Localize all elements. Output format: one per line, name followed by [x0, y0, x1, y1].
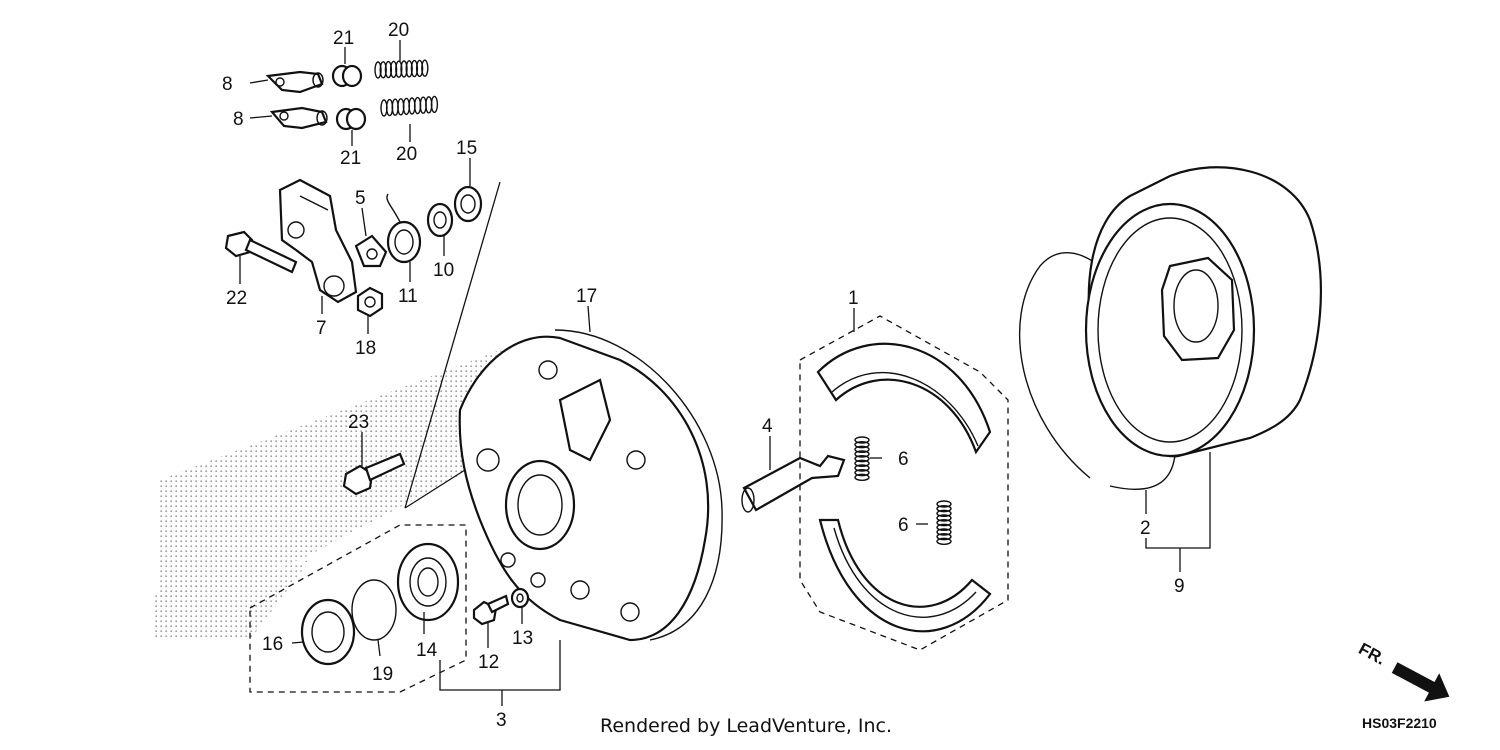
label-6-lower[interactable]: 6 — [898, 515, 909, 536]
label-19[interactable]: 19 — [372, 664, 393, 685]
brake-panel[interactable] — [458, 329, 723, 642]
diagram-code: HS03F2210 — [1362, 715, 1437, 731]
label-23[interactable]: 23 — [348, 412, 369, 433]
label-9[interactable]: 9 — [1174, 576, 1185, 597]
label-4[interactable]: 4 — [762, 416, 773, 437]
front-label: FR. — [1356, 639, 1389, 669]
flange-bolt[interactable] — [472, 594, 510, 626]
circlip[interactable] — [351, 579, 397, 641]
label-20-upper[interactable]: 20 — [388, 20, 409, 41]
adjuster-collar-lower[interactable] — [335, 107, 367, 131]
indicator-plate[interactable] — [354, 234, 388, 268]
label-2[interactable]: 2 — [1140, 518, 1151, 539]
dust-seal[interactable] — [453, 185, 483, 223]
label-14[interactable]: 14 — [416, 640, 438, 661]
flange-nut[interactable] — [356, 286, 384, 318]
shoe-spring-lower[interactable] — [936, 500, 952, 546]
label-6-upper[interactable]: 6 — [898, 449, 909, 470]
brake-drum[interactable] — [1084, 166, 1322, 458]
credit-text: Rendered by LeadVenture, Inc. — [600, 715, 892, 737]
label-20-lower[interactable]: 20 — [396, 144, 417, 165]
ball-bearing[interactable] — [396, 542, 460, 622]
label-10[interactable]: 10 — [433, 260, 454, 281]
label-8-lower[interactable]: 8 — [233, 109, 244, 130]
leader-lines — [239, 40, 1211, 706]
label-22[interactable]: 22 — [226, 288, 247, 309]
adjuster-collar-upper[interactable] — [331, 64, 363, 88]
label-8-upper[interactable]: 8 — [222, 74, 233, 95]
brake-arm[interactable] — [278, 178, 358, 304]
label-5[interactable]: 5 — [355, 188, 366, 209]
brake-shoe-upper[interactable] — [816, 342, 992, 455]
cable-joint-lower[interactable] — [269, 106, 328, 130]
label-15[interactable]: 15 — [456, 138, 477, 159]
oil-seal[interactable] — [300, 598, 356, 666]
brake-shoe-lower[interactable] — [818, 518, 992, 633]
front-arrow-icon — [1391, 662, 1450, 702]
label-12[interactable]: 12 — [478, 652, 499, 673]
label-17[interactable]: 17 — [576, 286, 597, 307]
label-16[interactable]: 16 — [262, 634, 283, 655]
label-13[interactable]: 13 — [512, 628, 533, 649]
cable-joint-upper[interactable] — [265, 70, 324, 94]
label-11[interactable]: 11 — [398, 286, 418, 307]
label-3[interactable]: 3 — [496, 710, 507, 731]
brake-cam[interactable] — [741, 454, 846, 513]
label-21-upper[interactable]: 21 — [333, 28, 354, 49]
front-direction-indicator: FR. — [1356, 639, 1450, 702]
panel-bolt[interactable] — [342, 452, 406, 496]
label-18[interactable]: 18 — [355, 338, 376, 359]
adjuster-spring-upper[interactable] — [374, 59, 429, 79]
shoe-spring-upper[interactable] — [854, 436, 870, 482]
label-7[interactable]: 7 — [316, 318, 327, 339]
adjuster-spring-lower[interactable] — [380, 95, 439, 117]
label-21-lower[interactable]: 21 — [340, 148, 361, 169]
label-1[interactable]: 1 — [848, 288, 859, 309]
arm-bolt[interactable] — [224, 230, 298, 274]
callout-labels: 8 8 21 20 21 20 15 5 11 10 22 7 18 23 17… — [222, 20, 1185, 731]
return-spring[interactable] — [386, 193, 422, 264]
washer[interactable] — [426, 202, 454, 238]
sealing-washer[interactable] — [510, 587, 530, 609]
